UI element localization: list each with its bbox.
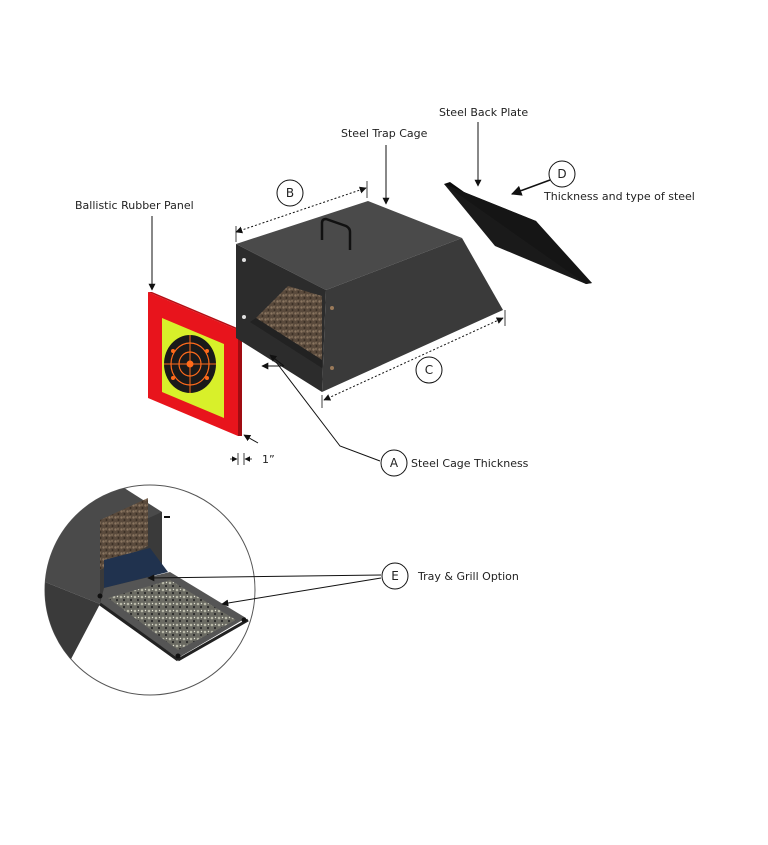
steel-trap-cage [236, 201, 503, 392]
steel-back-plate-label: Steel Back Plate [439, 106, 528, 119]
marker-d-text: D [557, 167, 566, 181]
tray-grill-label: Tray & Grill Option [417, 570, 519, 583]
marker-b [276, 179, 304, 207]
marker-c [415, 356, 443, 384]
dimension-b-line [235, 186, 367, 234]
marker-e-text: E [391, 569, 399, 583]
marker-b-text: B [286, 186, 294, 200]
thickness-type-label: Thickness and type of steel [543, 190, 695, 203]
steel-cage-thickness-label: Steel Cage Thickness [411, 457, 529, 470]
dimension-c-line [323, 317, 504, 401]
panel-thickness-label: 1” [262, 453, 275, 466]
marker-e [381, 562, 409, 590]
panel-thickness-dimension [230, 434, 259, 465]
tray-grill-detail [45, 485, 249, 680]
marker-d [548, 160, 576, 188]
steel-trap-cage-label: Steel Trap Cage [341, 127, 428, 140]
marker-a [380, 449, 408, 477]
ballistic-rubber-panel-label: Ballistic Rubber Panel [75, 199, 194, 212]
marker-c-text: C [425, 363, 433, 377]
marker-a-text: A [390, 456, 399, 470]
ballistic-rubber-panel [148, 292, 242, 436]
